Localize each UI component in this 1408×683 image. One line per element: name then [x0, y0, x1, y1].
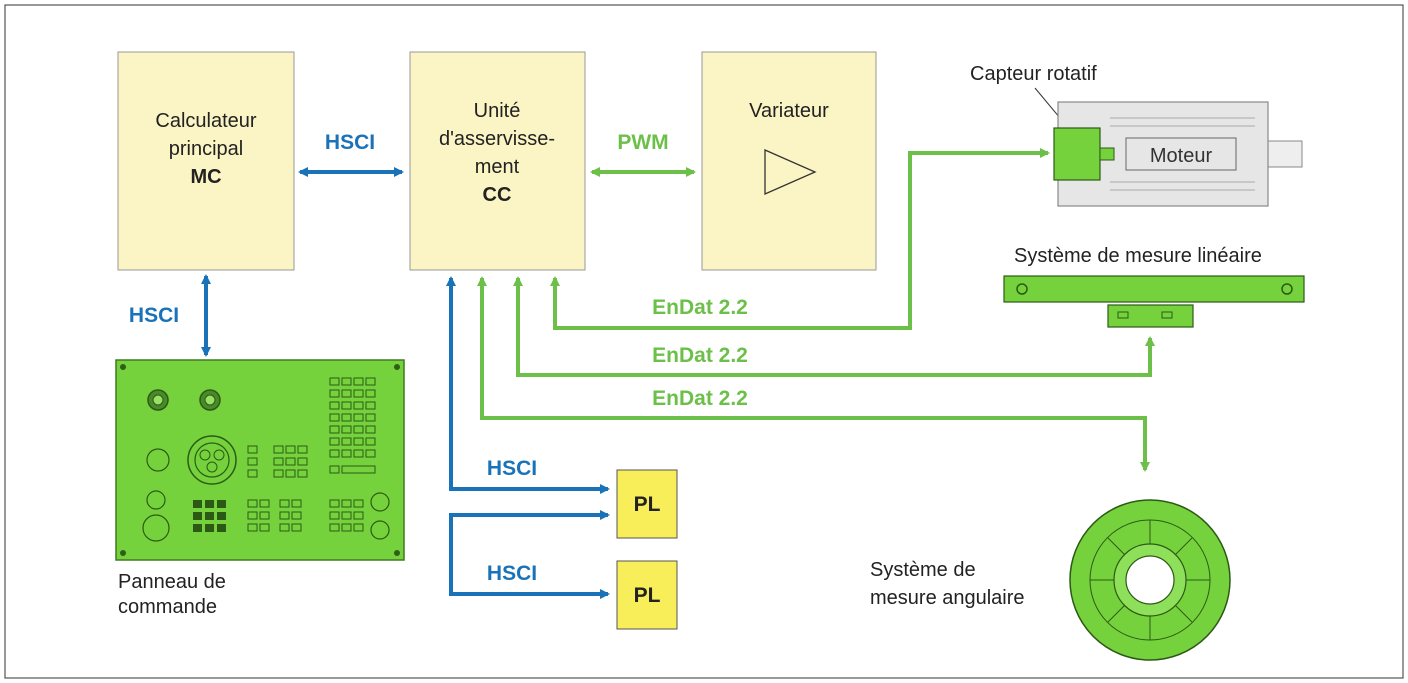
panel-label-line1: Panneau de — [118, 571, 226, 593]
mc-label-line2: principal — [169, 138, 243, 160]
cc-label-line2: d'asservisse- — [439, 128, 555, 150]
linear-encoder-label: Système de mesure linéaire — [1014, 245, 1262, 267]
panel-label-line2: commande — [118, 596, 217, 618]
angle-encoder-label-line1: Système de — [870, 559, 976, 581]
pl-box-1: PL — [616, 469, 678, 539]
rotary-encoder — [1053, 127, 1101, 181]
hsci-pl1-label: HSCI — [487, 457, 537, 480]
control-unit-box: Unité d'asservisse- ment CC — [409, 51, 586, 271]
pl1-label: PL — [634, 493, 661, 516]
control-panel — [115, 359, 405, 561]
hsci-pl1-pl2-arrow — [449, 510, 610, 599]
motor-illustration: Moteur — [1053, 101, 1303, 207]
angle-encoder-label-line2: mesure angulaire — [870, 587, 1025, 609]
mc-label-line3: MC — [190, 166, 221, 188]
rotary-encoder-label: Capteur rotatif — [970, 63, 1097, 85]
motor-label: Moteur — [1150, 145, 1213, 167]
cc-label-line1: Unité — [474, 100, 521, 122]
main-computer-box: Calculateur principal MC — [117, 51, 295, 271]
mc-label-line1: Calculateur — [155, 110, 257, 132]
hsci-mc-panel-label: HSCI — [129, 304, 179, 327]
pwm-label: PWM — [617, 131, 668, 154]
hsci-cc-pl1-arrow — [446, 276, 610, 494]
drive-box: Variateur — [701, 51, 877, 271]
hsci-mc-cc-label: HSCI — [325, 131, 375, 154]
variateur-label: Variateur — [749, 100, 829, 122]
pl-box-2: PL — [616, 560, 678, 630]
cc-label-line3: ment — [475, 156, 520, 178]
cc-label-line4: CC — [483, 184, 512, 206]
angle-encoder-illustration — [1069, 499, 1231, 661]
endat-label-1: EnDat 2.2 — [652, 296, 748, 319]
endat-label-2: EnDat 2.2 — [652, 344, 748, 367]
endat-angle-encoder-arrow — [477, 276, 1150, 472]
endat-label-3: EnDat 2.2 — [652, 387, 748, 410]
pl2-label: PL — [634, 584, 661, 607]
linear-encoder-illustration — [1003, 275, 1305, 328]
hsci-pl2-label: HSCI — [487, 562, 537, 585]
diagram-frame — [4, 4, 1404, 679]
